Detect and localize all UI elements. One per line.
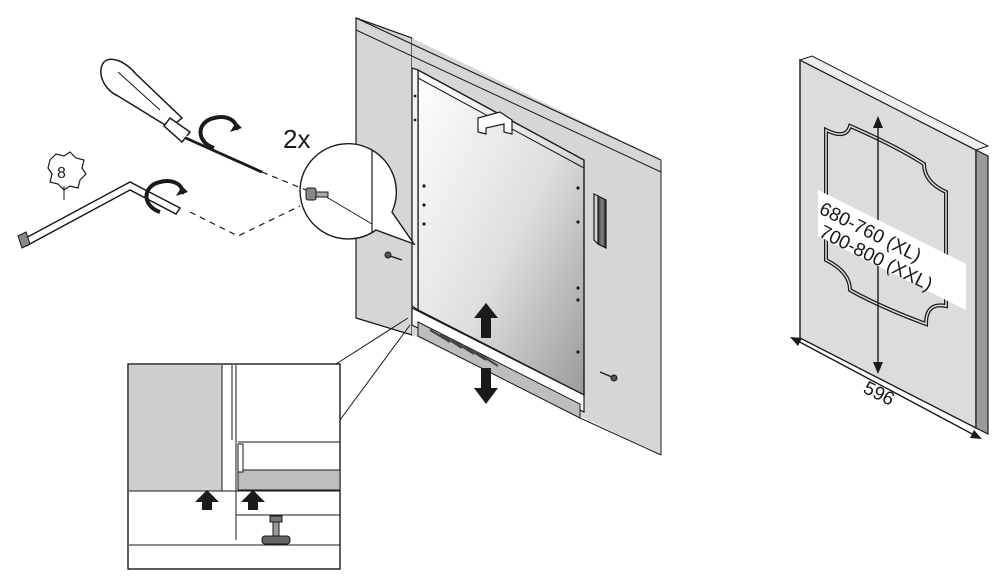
adjustable-foot-icon [261,515,291,545]
door-clip-icon [477,111,513,135]
screw-detail-callout [299,142,416,246]
guide-dashed-line [189,205,301,237]
screwdriver-icon [100,58,263,174]
screw-icon [305,187,329,201]
countertop-edge [355,17,662,161]
down-arrow-icon [474,368,498,404]
dimension-arrow-icon [790,337,982,439]
screw-icon [384,251,403,261]
rotate-arrow-icon [144,179,188,214]
torx-key-icon [17,181,182,249]
up-arrow-icon [241,490,265,510]
dishwasher-door [411,67,585,419]
count-label: 2x [283,124,310,154]
tool-size-label: 8 [57,165,66,182]
rotate-arrow-icon [198,115,242,150]
tool-size-badge [47,151,87,200]
screw-icon [599,371,618,382]
plinth-detail-box [127,363,341,570]
cabinet-handle-icon [593,193,607,249]
up-arrow-icon [195,490,219,510]
up-arrow-icon [474,303,498,338]
